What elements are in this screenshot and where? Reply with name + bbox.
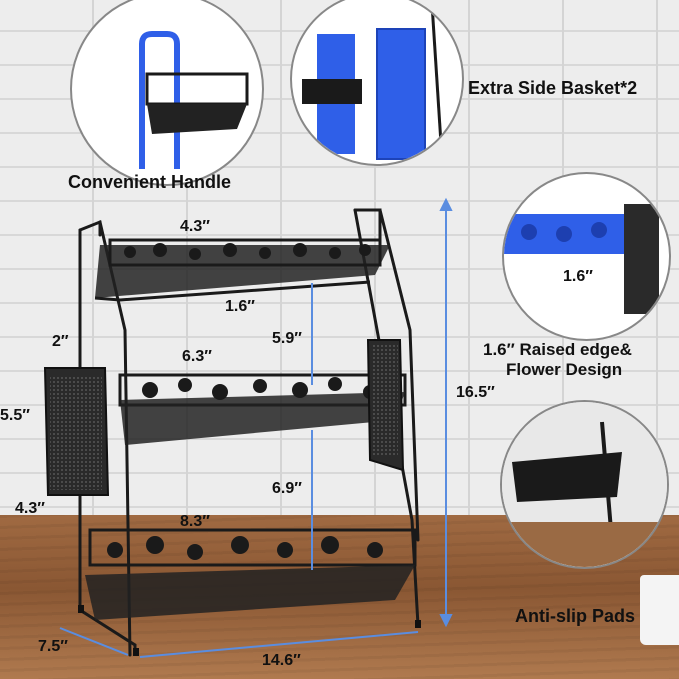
- handle-zoom: [70, 0, 264, 186]
- bottom-shelf: [85, 528, 417, 620]
- total-height-dim: 16.5″: [456, 384, 495, 401]
- anti-slip-label: Anti-slip Pads: [515, 606, 636, 626]
- total-width-dim: 14.6″: [262, 652, 301, 669]
- raised-edge-zoom: [502, 172, 671, 341]
- bottom-depth-dim: 8.3″: [180, 513, 210, 530]
- left-side-basket: [43, 367, 110, 496]
- top-depth-dim: 4.3″: [180, 218, 210, 235]
- top-gap-dim: 5.9″: [272, 330, 302, 347]
- mid-depth-dim: 6.3″: [182, 348, 212, 365]
- top-shelf: [94, 238, 390, 302]
- right-side-basket: [366, 339, 405, 472]
- basket-width-dim: 2″: [52, 333, 69, 350]
- raised-edge-label: 1.6″ Raised edge&: [483, 340, 632, 359]
- lower-gap-dim: 6.9″: [272, 480, 302, 497]
- flower-design-label: Flower Design: [506, 360, 623, 379]
- top-edge-dim: 1.6″: [225, 298, 255, 315]
- anti-slip-zoom: [500, 400, 669, 569]
- side-basket-label: Extra Side Basket*2: [468, 78, 638, 98]
- mug: [640, 575, 679, 645]
- basket-depth-dim: 4.3″: [15, 500, 45, 517]
- middle-shelf: [118, 373, 407, 445]
- basket-height-dim: 5.5″: [0, 407, 30, 424]
- side-basket-zoom: [290, 0, 464, 166]
- total-depth-dim: 7.5″: [38, 638, 68, 655]
- handle-label: Convenient Handle: [68, 172, 232, 192]
- raised-edge-dim: 1.6″: [563, 268, 593, 285]
